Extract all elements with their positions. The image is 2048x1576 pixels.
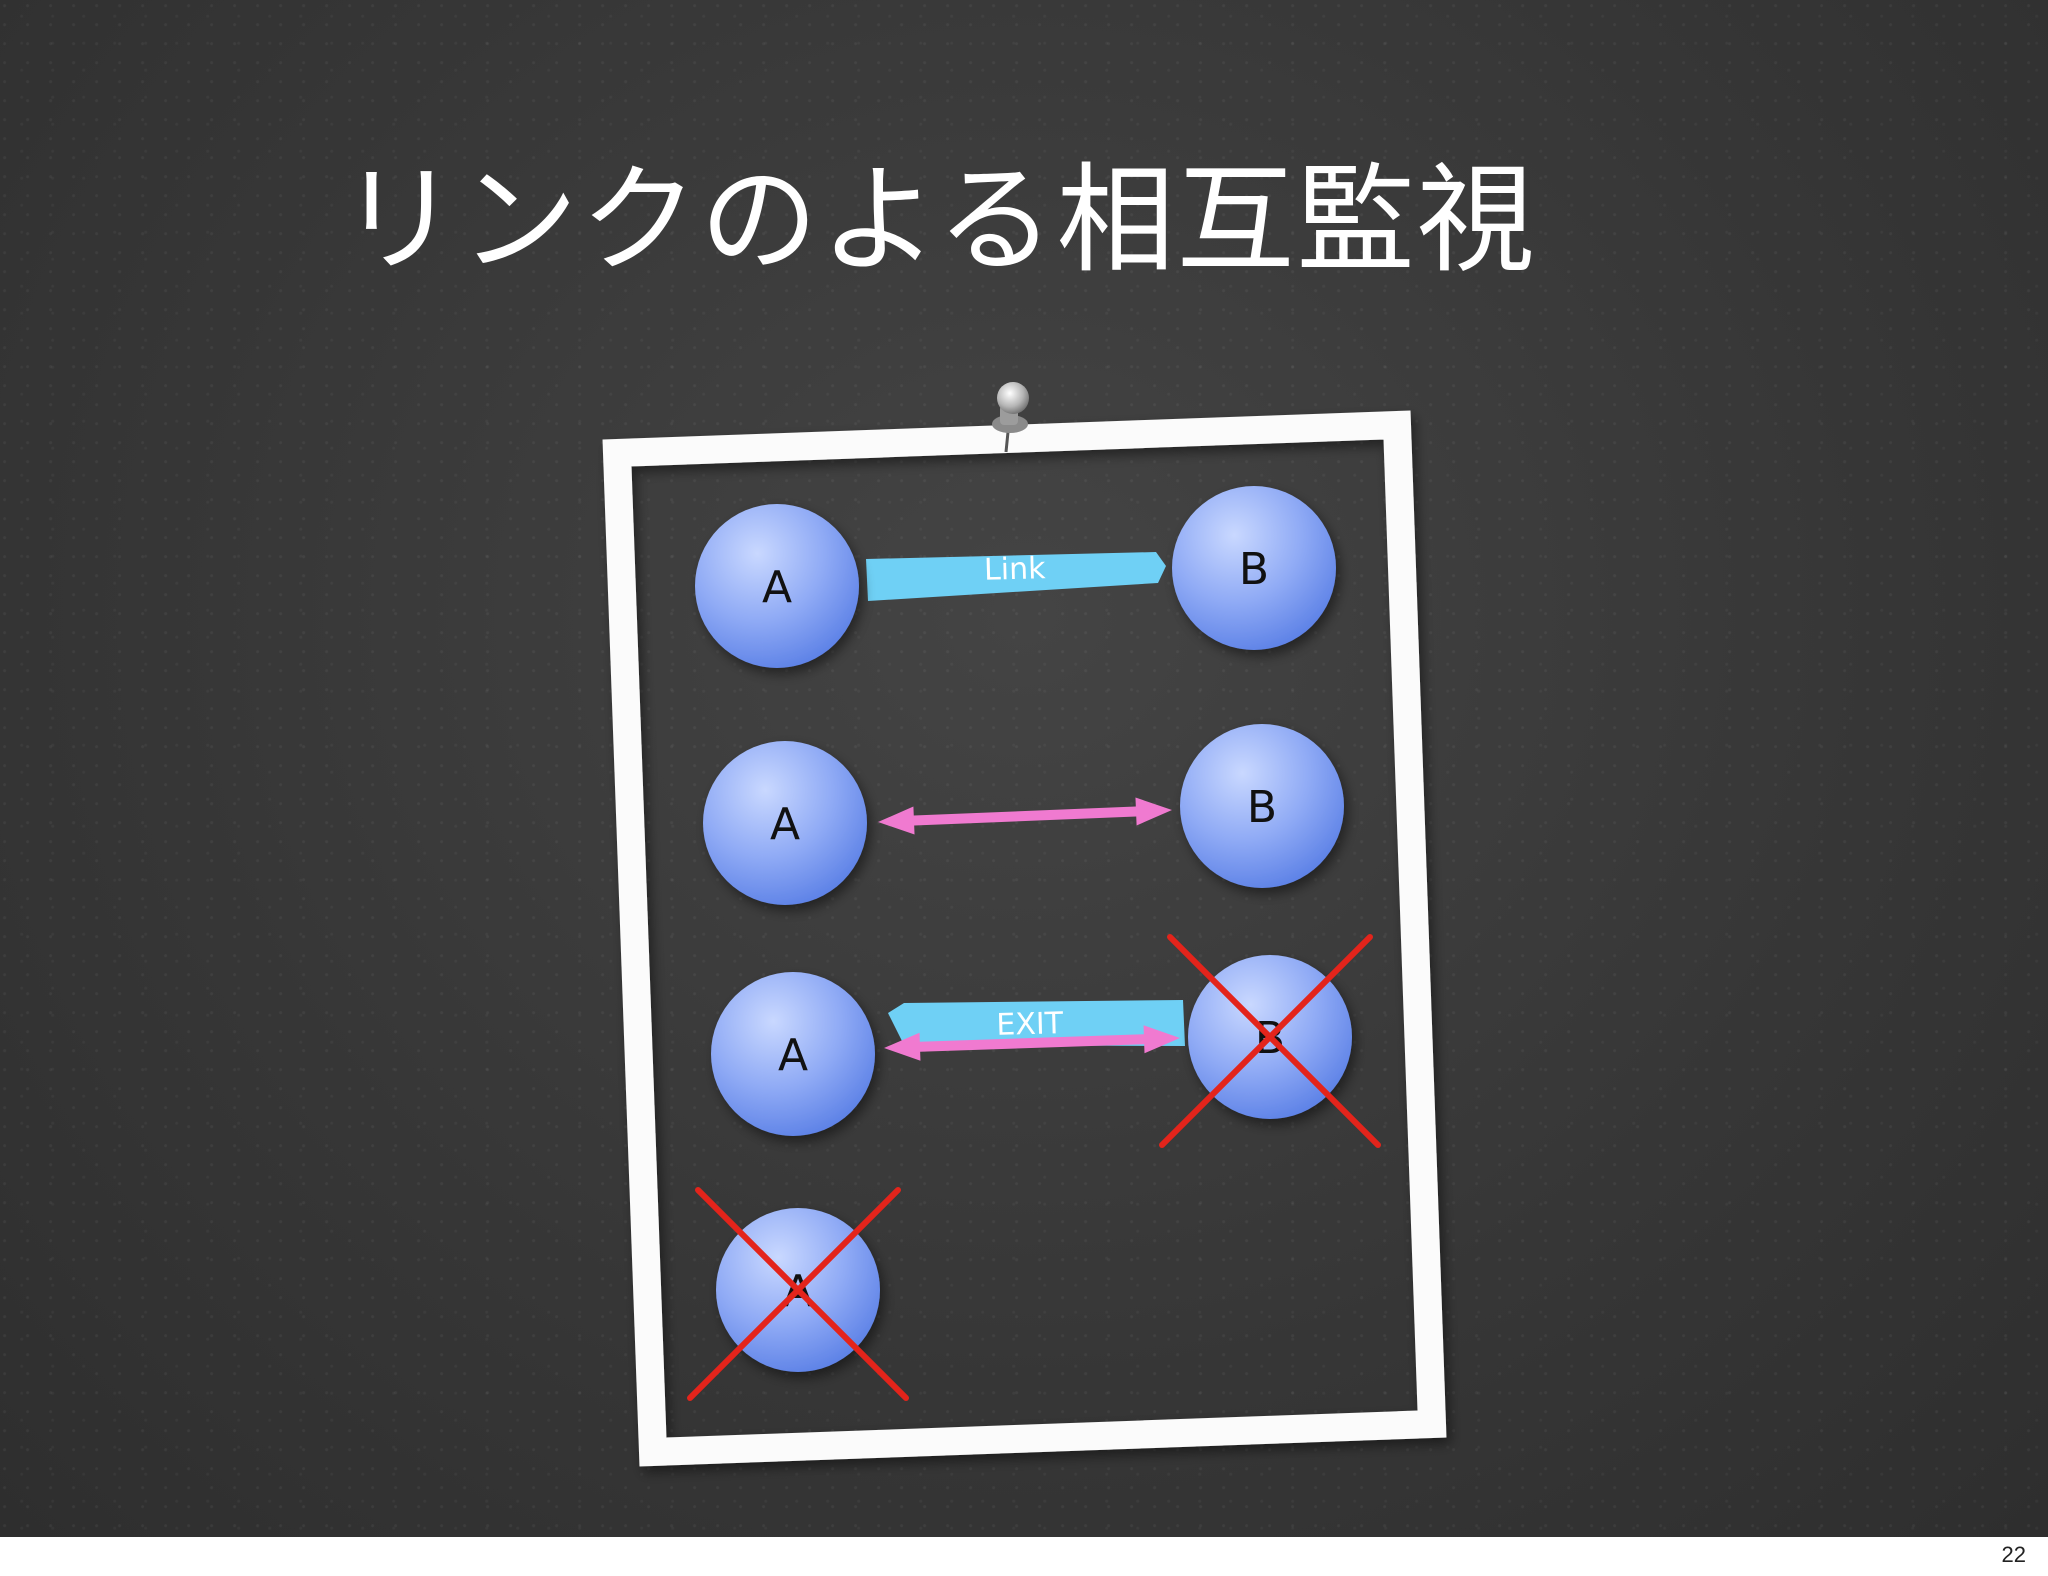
node-left-row3 xyxy=(711,972,875,1136)
cross-mark-left-row4 xyxy=(695,1187,909,1401)
link-arrow-label: Link xyxy=(984,551,1047,588)
node-label-left-row3: A xyxy=(778,1030,808,1081)
node-left-row1 xyxy=(695,504,859,668)
diagram-board: LinkABABEXITABA xyxy=(602,382,1447,1467)
cross-mark-right-row3 xyxy=(1167,934,1381,1148)
node-label-right-row1: B xyxy=(1239,544,1269,595)
exit-signal-label: EXIT xyxy=(996,1006,1064,1043)
cross-mark-right-row3 xyxy=(1159,934,1373,1148)
push-pin-icon xyxy=(992,382,1029,453)
node-right-row1 xyxy=(1172,486,1336,650)
monitor-double-arrow-row2 xyxy=(878,797,1172,835)
whiteboard-frame xyxy=(602,410,1447,1467)
node-label-left-row1: A xyxy=(762,562,792,613)
node-left-row2 xyxy=(703,741,867,905)
monitor-double-arrow-row3 xyxy=(884,1025,1181,1061)
node-right-row2 xyxy=(1180,724,1344,888)
link-arrow-row1 xyxy=(866,552,1166,601)
page-number: 22 xyxy=(2001,1542,2026,1567)
node-label-left-row2: A xyxy=(770,799,800,850)
exit-signal-arrow-row3 xyxy=(888,1000,1185,1046)
slide-title: リンクのよる相互監視 xyxy=(340,151,1537,289)
diagram-layer: LinkABABEXITABA xyxy=(687,486,1381,1401)
cross-mark-left-row4 xyxy=(687,1187,901,1401)
monitor-double-arrow-row2-shape xyxy=(878,797,1172,835)
node-label-right-row2: B xyxy=(1247,782,1277,833)
monitor-double-arrow-row3-shape xyxy=(884,1025,1181,1061)
